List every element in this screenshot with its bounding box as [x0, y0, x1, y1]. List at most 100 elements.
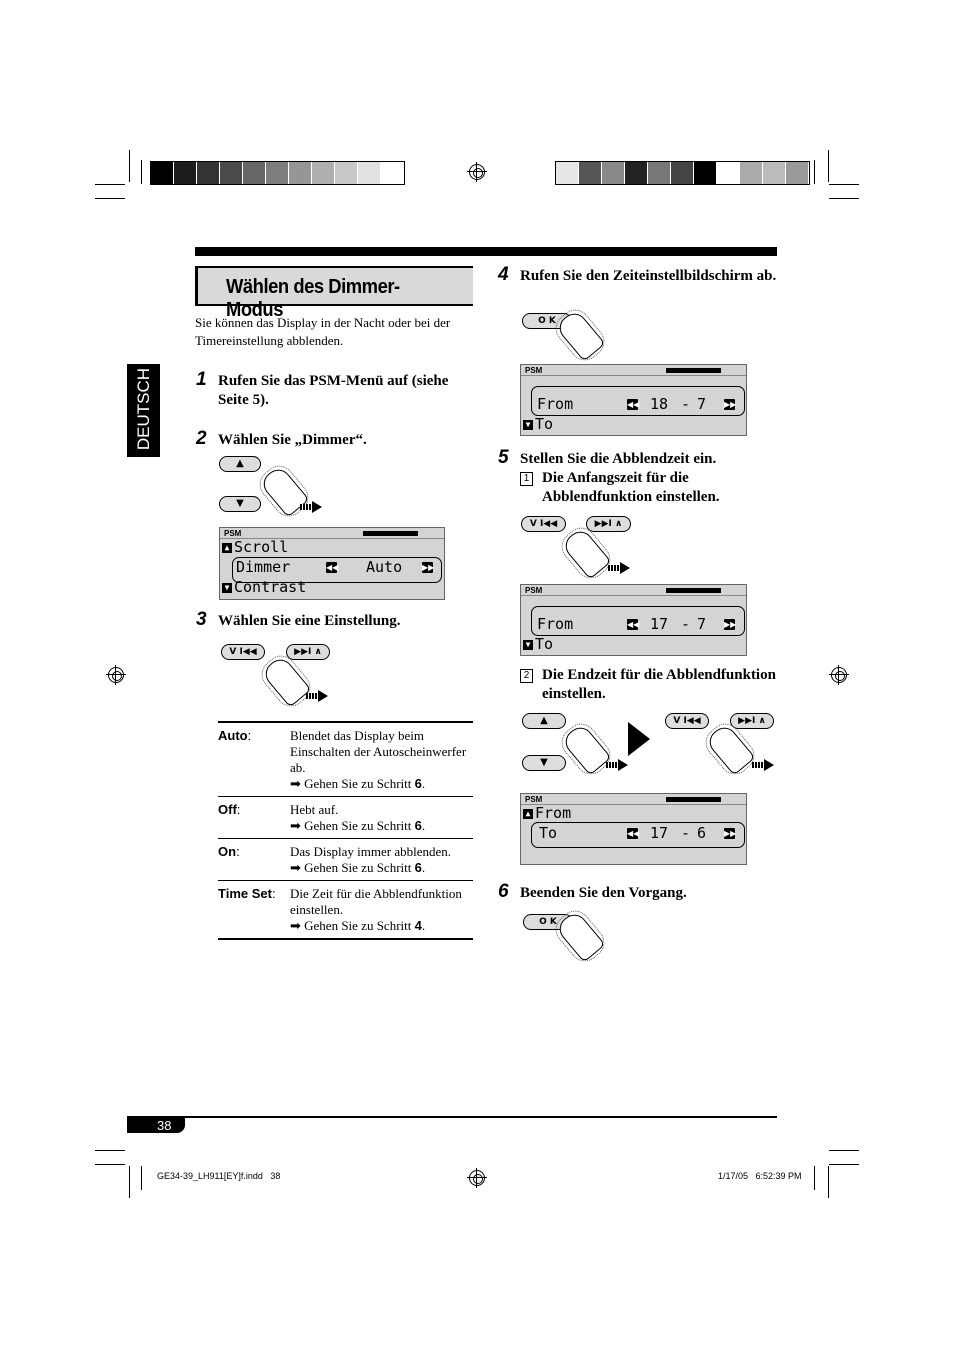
- table-row: On: Das Display immer abblenden.➡ Gehen S…: [218, 839, 473, 881]
- setting-name: Auto:: [218, 728, 252, 743]
- arrow-right-icon: [606, 759, 628, 771]
- lcd-display-dimmer: PSM ▲Scroll Dimmer ◀◀ Auto ▶▶ ▼Contrast: [219, 527, 445, 600]
- down-button[interactable]: ▼: [522, 755, 566, 771]
- color-swatch: [266, 162, 289, 184]
- lcd-level-bar: [666, 797, 721, 802]
- color-swatch: [335, 162, 358, 184]
- setting-name: Off:: [218, 802, 241, 817]
- goto-step: ➡ Gehen Sie zu Schritt 4.: [290, 918, 426, 933]
- substep-1-text: Die Anfangszeit für die Abblendfunktion …: [542, 470, 720, 505]
- lcd-separator: [521, 804, 746, 805]
- arrow-right-icon: [306, 690, 328, 702]
- lcd-dash: -: [681, 395, 691, 413]
- registration-mark-right: [829, 665, 849, 685]
- step-3-number: 3: [196, 609, 207, 630]
- prev-icon: ◀◀: [627, 828, 640, 839]
- lcd-to-label: To: [535, 415, 554, 433]
- color-bar-right: [555, 161, 810, 185]
- color-swatch: [740, 162, 763, 184]
- lcd-selection-box: [531, 822, 745, 848]
- lcd-selection-box: [531, 606, 745, 636]
- lcd-from-label: From: [535, 804, 572, 822]
- lcd-line-contrast: ▼Contrast: [222, 579, 306, 596]
- step-1-text: Rufen Sie das PSM-Menü auf (siehe Seite …: [218, 373, 449, 408]
- lcd-contrast-text: Contrast: [234, 578, 307, 596]
- setting-description: Das Display immer abblenden.➡ Gehen Sie …: [290, 844, 473, 876]
- lcd-end-hour: 7: [697, 615, 707, 633]
- lcd-to-line: ▼To: [523, 636, 553, 653]
- color-swatch: [648, 162, 671, 184]
- next-button[interactable]: ▶▶I ∧: [286, 644, 330, 660]
- bottom-rule: [127, 1116, 777, 1118]
- substep-2-badge: 2: [520, 669, 533, 683]
- next-icon: ▶▶: [724, 619, 737, 630]
- top-rule: [195, 247, 777, 256]
- registration-mark-top: [467, 162, 487, 182]
- table-row: Auto: Blendet das Display beim Einschalte…: [218, 723, 473, 797]
- settings-table: Auto: Blendet das Display beim Einschalte…: [218, 721, 473, 940]
- color-swatch: [602, 162, 625, 184]
- next-icon: ▶▶: [422, 562, 435, 573]
- color-swatch: [174, 162, 197, 184]
- setting-description: Die Zeit für die Abblendfunktion einstel…: [290, 886, 473, 934]
- step-6-number: 6: [498, 881, 509, 902]
- lcd-level-bar: [666, 588, 721, 593]
- lcd-start-hour: 17: [650, 824, 669, 842]
- lcd-level-bar: [363, 531, 418, 536]
- step-3-text: Wählen Sie eine Einstellung.: [218, 613, 401, 629]
- goto-step: ➡ Gehen Sie zu Schritt 6.: [290, 860, 426, 875]
- step-6-text: Beenden Sie den Vorgang.: [520, 885, 687, 901]
- lcd-scroll-text: Scroll: [234, 538, 289, 556]
- setting-name: Time Set:: [218, 886, 276, 901]
- prev-icon: ◀◀: [627, 619, 640, 630]
- setting-name: On:: [218, 844, 240, 859]
- prev-button[interactable]: V I◀◀: [221, 644, 265, 660]
- psm-label: PSM: [525, 795, 543, 804]
- lcd-end-hour: 6: [697, 824, 707, 842]
- psm-label: PSM: [525, 586, 543, 595]
- lcd-dash: -: [681, 615, 691, 633]
- color-swatch: [220, 162, 243, 184]
- up-button[interactable]: ▲: [522, 713, 566, 729]
- registration-mark-bottom: [467, 1168, 487, 1188]
- up-button[interactable]: ▲: [219, 456, 261, 472]
- color-swatch: [358, 162, 381, 184]
- down-button[interactable]: ▼: [219, 496, 261, 512]
- language-tab-label: DEUTSCH: [134, 367, 153, 451]
- step-5-text: Stellen Sie die Abblendzeit ein.: [520, 451, 717, 467]
- finger-icon: [560, 526, 612, 580]
- language-tab: DEUTSCH: [127, 364, 160, 457]
- color-swatch: [579, 162, 602, 184]
- lcd-dash: -: [681, 824, 691, 842]
- prev-button[interactable]: V I◀◀: [665, 713, 709, 729]
- color-swatch: [671, 162, 694, 184]
- arrow-right-icon: [300, 501, 322, 513]
- finger-icon: [554, 308, 606, 362]
- lcd-line-scroll: ▲Scroll: [222, 539, 288, 556]
- color-bar-left: [150, 161, 405, 185]
- footer-file: GE34-39_LH911[EY]f.indd 38: [157, 1171, 281, 1181]
- prev-icon: ◀◀: [627, 399, 640, 410]
- finger-icon: [554, 909, 606, 963]
- setting-description: Blendet das Display beim Einschalten der…: [290, 728, 473, 792]
- section-title-box: Wählen des Dimmer-Modus: [195, 266, 473, 321]
- lcd-start-hour: 17: [650, 615, 669, 633]
- finger-icon: [560, 722, 612, 776]
- next-icon: ▶▶: [724, 828, 737, 839]
- section-title: Wählen des Dimmer-Modus: [226, 276, 400, 321]
- then-arrow-icon: [628, 722, 650, 756]
- color-swatch: [763, 162, 786, 184]
- substep-2-text: Die Endzeit für die Abblendfunktion eins…: [542, 667, 776, 702]
- color-swatch: [556, 162, 579, 184]
- lcd-display-time-1: PSM From ◀◀ 18 - 7 ▶▶ ▼To: [520, 364, 747, 436]
- goto-step: ➡ Gehen Sie zu Schritt 6.: [290, 776, 426, 791]
- color-swatch: [786, 162, 809, 184]
- next-button[interactable]: ▶▶I ∧: [730, 713, 774, 729]
- prev-button[interactable]: V I◀◀: [521, 516, 566, 532]
- color-swatch: [625, 162, 648, 184]
- table-row: Off:Hebt auf.➡ Gehen Sie zu Schritt 6.: [218, 797, 473, 839]
- table-row: Time Set: Die Zeit für die Abblendfunktio…: [218, 881, 473, 938]
- lcd-start-hour: 18: [650, 395, 669, 413]
- step-2-number: 2: [196, 428, 207, 449]
- next-button[interactable]: ▶▶I ∧: [586, 516, 631, 532]
